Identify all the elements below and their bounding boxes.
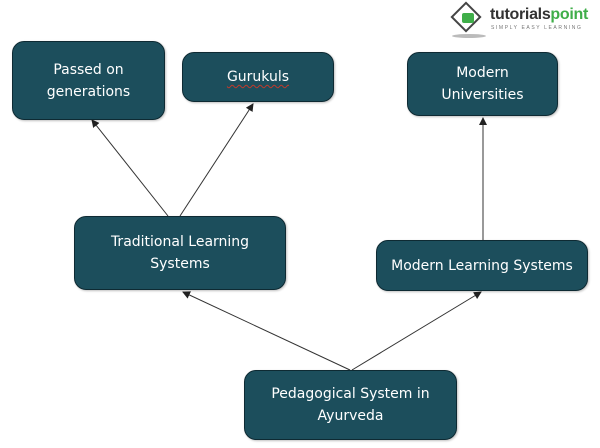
node-modern-universities: Modern Universities (407, 52, 558, 116)
edge-trad-to-passed (91, 119, 169, 217)
node-label: Pedagogical System in (271, 386, 430, 402)
edge-peda-to-trad (182, 291, 351, 371)
logo-shadow (452, 34, 486, 38)
node-pedagogical-system-in-ayurveda: Pedagogical System in Ayurveda (244, 370, 457, 440)
logo-name-part1: tutorials (490, 6, 551, 23)
book-check-icon (462, 13, 474, 23)
tutorialspoint-logo: tutorialspoint SIMPLY EASY LEARNING (450, 1, 592, 40)
logo-wordmark: tutorialspoint (490, 7, 588, 23)
node-label: Modern (456, 65, 509, 81)
node-modern-learning-systems: Modern Learning Systems (376, 240, 588, 291)
node-passed-on-generations: Passed on generations (12, 41, 165, 120)
logo-tagline: SIMPLY EASY LEARNING (491, 25, 583, 31)
node-label: Traditional Learning (110, 234, 250, 250)
node-label: Universities (441, 87, 524, 103)
node-traditional-learning-systems: Traditional Learning Systems (74, 216, 286, 290)
edge-trad-to-gurukuls (179, 103, 254, 217)
node-label: Passed on (53, 61, 124, 78)
node-label: Gurukuls (226, 69, 290, 85)
node-label: Ayurveda (317, 408, 384, 424)
node-label: generations (46, 83, 131, 100)
node-label: Systems (150, 256, 210, 272)
logo-name-part2: point (550, 6, 589, 23)
node-label: Modern Learning Systems (391, 257, 573, 274)
node-gurukuls: Gurukuls (182, 52, 334, 102)
edge-peda-to-modls (351, 291, 482, 371)
